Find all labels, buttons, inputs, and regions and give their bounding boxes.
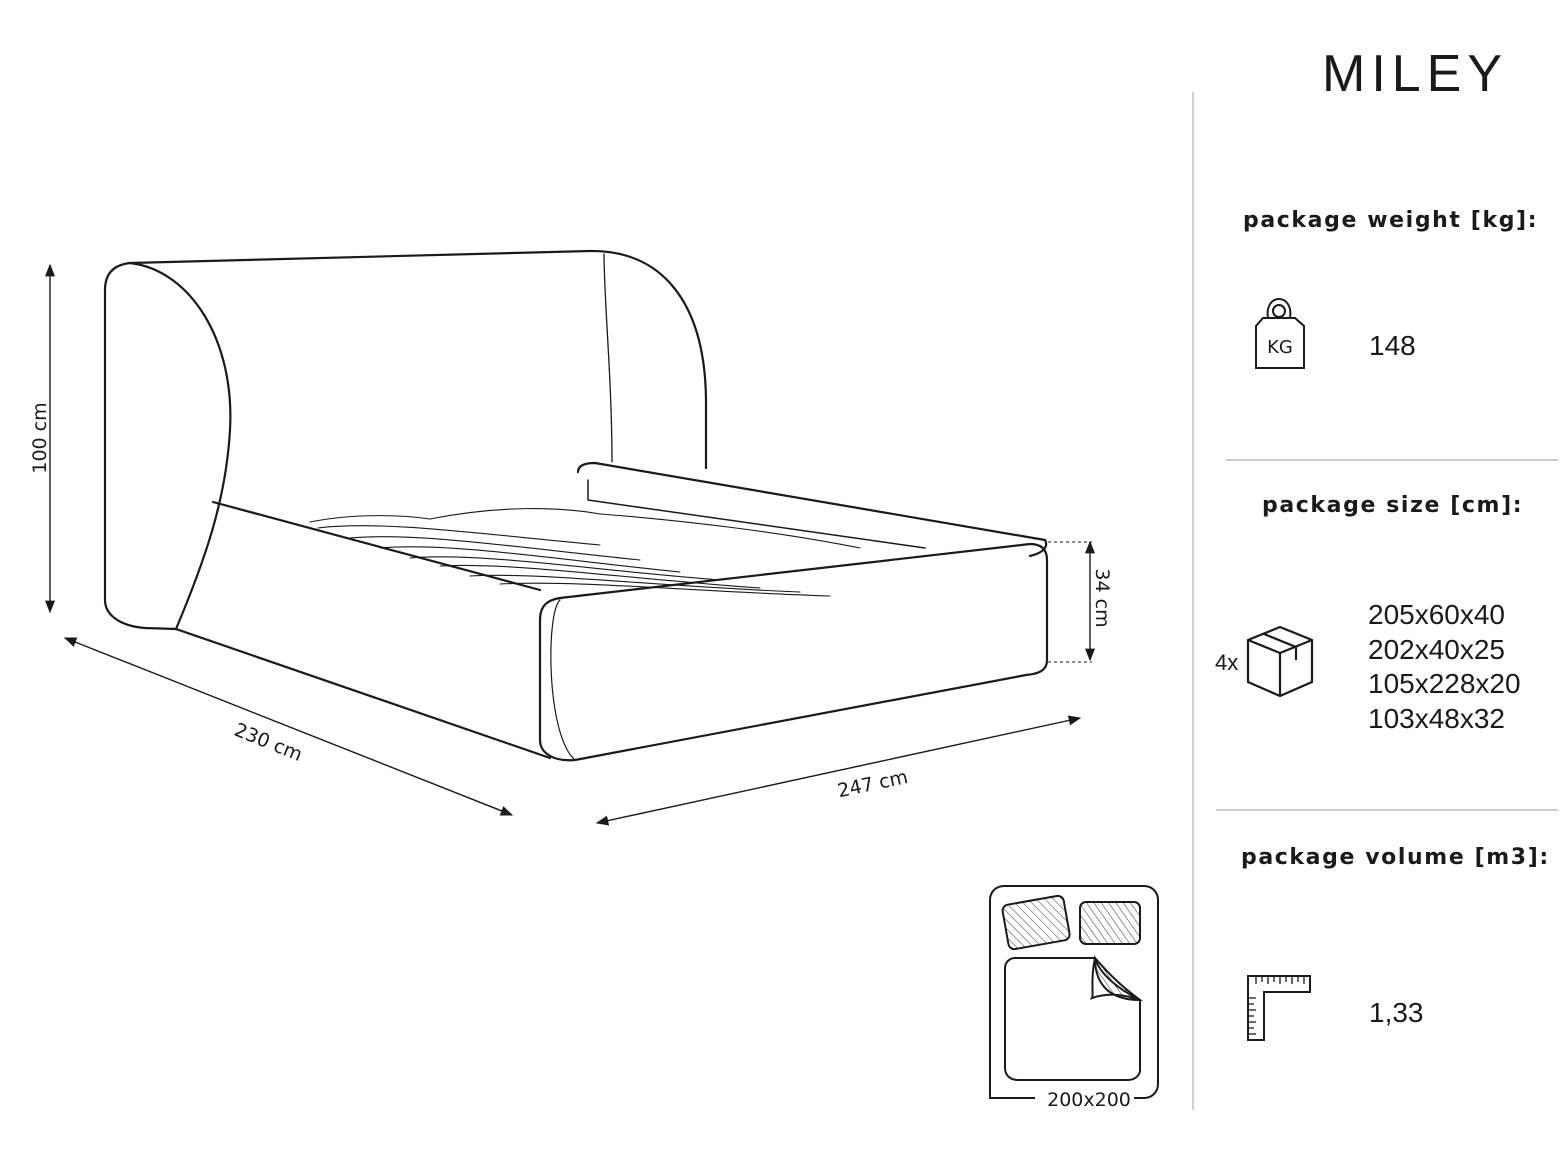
panel-dividers bbox=[1192, 92, 1558, 1110]
mattress-top-view-icon bbox=[989, 885, 1159, 1099]
package-size-list: 205x60x40 202x40x25 105x228x20 103x48x32 bbox=[1368, 598, 1521, 736]
side-rail-inner bbox=[587, 479, 926, 549]
package-size-item: 105x228x20 bbox=[1368, 668, 1521, 699]
width-dimension-line bbox=[595, 715, 1082, 826]
depth-dimension-line bbox=[63, 637, 514, 816]
package-volume-value: 1,33 bbox=[1369, 997, 1424, 1028]
ruler-corner-icon bbox=[1247, 975, 1311, 1041]
mattress-lines bbox=[309, 508, 861, 597]
weight-icon-text: KG bbox=[1267, 337, 1293, 358]
bed-drawing bbox=[103, 249, 1049, 762]
package-weight-heading: package weight [kg]: bbox=[1243, 208, 1539, 233]
headboard-outline bbox=[128, 249, 708, 470]
footboard bbox=[538, 542, 1049, 762]
weight-kg-icon bbox=[1255, 297, 1305, 369]
height-label: 100 cm bbox=[29, 402, 51, 473]
package-size-item: 103x48x32 bbox=[1368, 702, 1506, 734]
width-label: 247 cm bbox=[836, 766, 910, 802]
side-rail bbox=[576, 461, 1048, 558]
package-weight-value: 148 bbox=[1369, 330, 1416, 361]
package-size-heading: package size [cm]: bbox=[1262, 493, 1524, 518]
package-volume-heading: package volume [m3]: bbox=[1241, 845, 1550, 870]
box-icon bbox=[1246, 625, 1314, 698]
footboard-inner-line bbox=[550, 599, 576, 761]
mattress-size-label: 200x200 bbox=[1047, 1089, 1131, 1111]
frame-height-label: 34 cm bbox=[1091, 568, 1113, 627]
dimension-lines bbox=[44, 263, 1096, 826]
left-wing-outer bbox=[103, 261, 178, 631]
depth-label: 230 cm bbox=[231, 719, 305, 766]
left-wing-inner bbox=[128, 261, 232, 631]
package-count: 4x bbox=[1215, 650, 1239, 675]
package-size-item: 205x60x40 bbox=[1368, 599, 1506, 630]
headboard-inner-line bbox=[603, 253, 613, 463]
product-name: MILEY bbox=[1322, 45, 1509, 103]
package-size-item: 202x40x25 bbox=[1368, 633, 1506, 665]
